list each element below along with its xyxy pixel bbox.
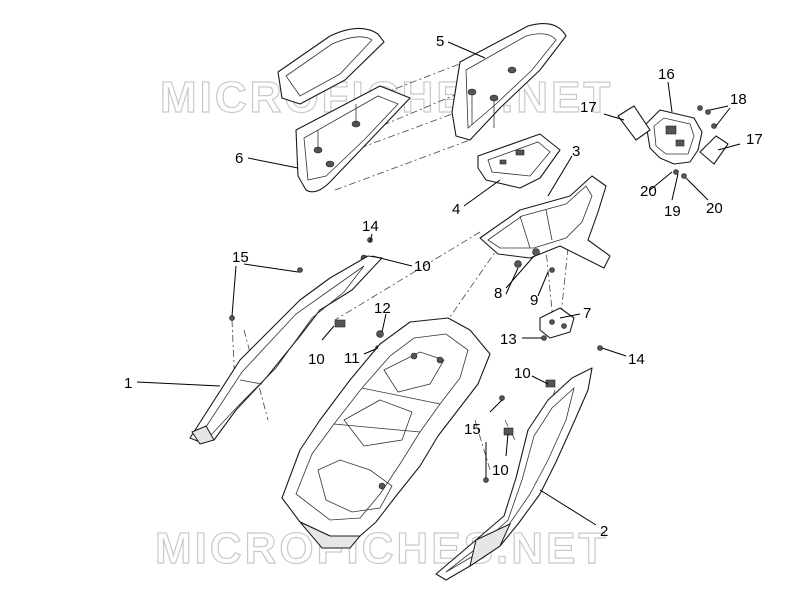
callout-15-right: 15 bbox=[464, 421, 481, 438]
callout-12: 12 bbox=[374, 300, 391, 317]
callout-11: 11 bbox=[344, 350, 360, 367]
callout-10-right: 10 bbox=[514, 365, 531, 382]
callout-19: 19 bbox=[664, 203, 681, 220]
part-16-plate-holder bbox=[645, 109, 703, 165]
part-17-reflectors bbox=[617, 105, 729, 165]
callout-1: 1 bbox=[124, 375, 132, 392]
callout-13: 13 bbox=[500, 331, 517, 348]
callout-10-left: 10 bbox=[308, 351, 325, 368]
callout-9: 9 bbox=[530, 292, 538, 309]
callout-18: 18 bbox=[730, 91, 747, 108]
callout-2: 2 bbox=[600, 523, 608, 540]
part-2-right-side-panel bbox=[435, 367, 593, 581]
part-4-tray bbox=[477, 133, 561, 189]
callout-4: 4 bbox=[452, 201, 460, 218]
callout-17-left: 17 bbox=[580, 99, 597, 116]
callout-20-left: 20 bbox=[640, 183, 657, 200]
callouts: 1 2 3 4 5 6 7 8 9 10 10 10 10 11 12 13 1… bbox=[124, 33, 763, 540]
callout-20-right: 20 bbox=[706, 200, 723, 217]
watermark-bottom: MICROFICHES.NET bbox=[155, 524, 608, 573]
callout-8: 8 bbox=[494, 285, 502, 302]
callout-6: 6 bbox=[235, 150, 243, 167]
part-6-seat-trim bbox=[277, 27, 411, 193]
part-3-rear-fender bbox=[479, 175, 611, 269]
main-undertray bbox=[281, 317, 491, 549]
callout-7: 7 bbox=[583, 305, 591, 322]
callout-10-lower: 10 bbox=[492, 462, 509, 479]
part-5-seat-trim bbox=[451, 23, 567, 141]
callout-10-upper: 10 bbox=[414, 258, 431, 275]
part-7-bracket bbox=[539, 307, 575, 339]
callout-16: 16 bbox=[658, 66, 675, 83]
leader-lines bbox=[136, 41, 741, 526]
part-1-left-side-panel bbox=[189, 255, 383, 445]
callout-17-right: 17 bbox=[746, 131, 763, 148]
callout-3: 3 bbox=[572, 143, 580, 160]
callout-15-left: 15 bbox=[232, 249, 249, 266]
callout-14-upper: 14 bbox=[362, 218, 379, 235]
callout-5: 5 bbox=[436, 33, 444, 50]
callout-14-right: 14 bbox=[628, 351, 645, 368]
